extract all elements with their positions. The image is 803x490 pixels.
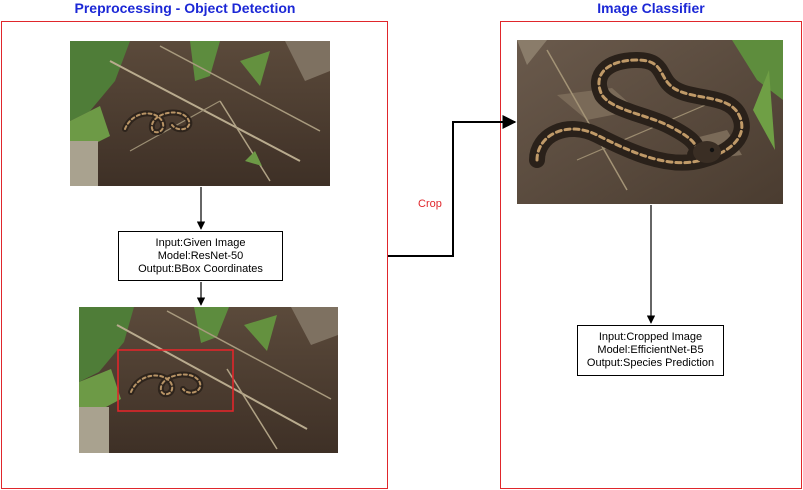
classifier-input-text: Input:Cropped Image — [598, 331, 703, 343]
object-detection-title: Preprocessing - Object Detection — [74, 0, 296, 16]
detector-input-text: Input:Given Image — [155, 236, 246, 249]
object-detection-panel — [1, 21, 388, 489]
classifier-output-text: Output:Species Prediction — [586, 357, 715, 369]
cropped-snake-photo — [517, 40, 783, 204]
arrow-crop-to-classifier — [388, 115, 517, 257]
detector-model-text: Model:ResNet-50 — [157, 249, 244, 262]
image-classifier-title: Image Classifier — [597, 0, 705, 16]
classifier-model-text: Model:EfficientNet-B5 — [597, 344, 704, 356]
input-snake-photo — [70, 41, 330, 186]
crop-connector-label: Crop — [418, 198, 442, 210]
bounding-box-overlay — [117, 349, 234, 412]
classifier-model-box: Input:Cropped Image Model:EfficientNet-B… — [577, 325, 724, 376]
detector-output-text: Output:BBox Coordinates — [138, 262, 263, 275]
detector-model-box: Input:Given Image Model:ResNet-50 Output… — [118, 231, 283, 281]
image-classifier-panel — [500, 21, 802, 489]
detected-snake-photo — [79, 307, 338, 453]
